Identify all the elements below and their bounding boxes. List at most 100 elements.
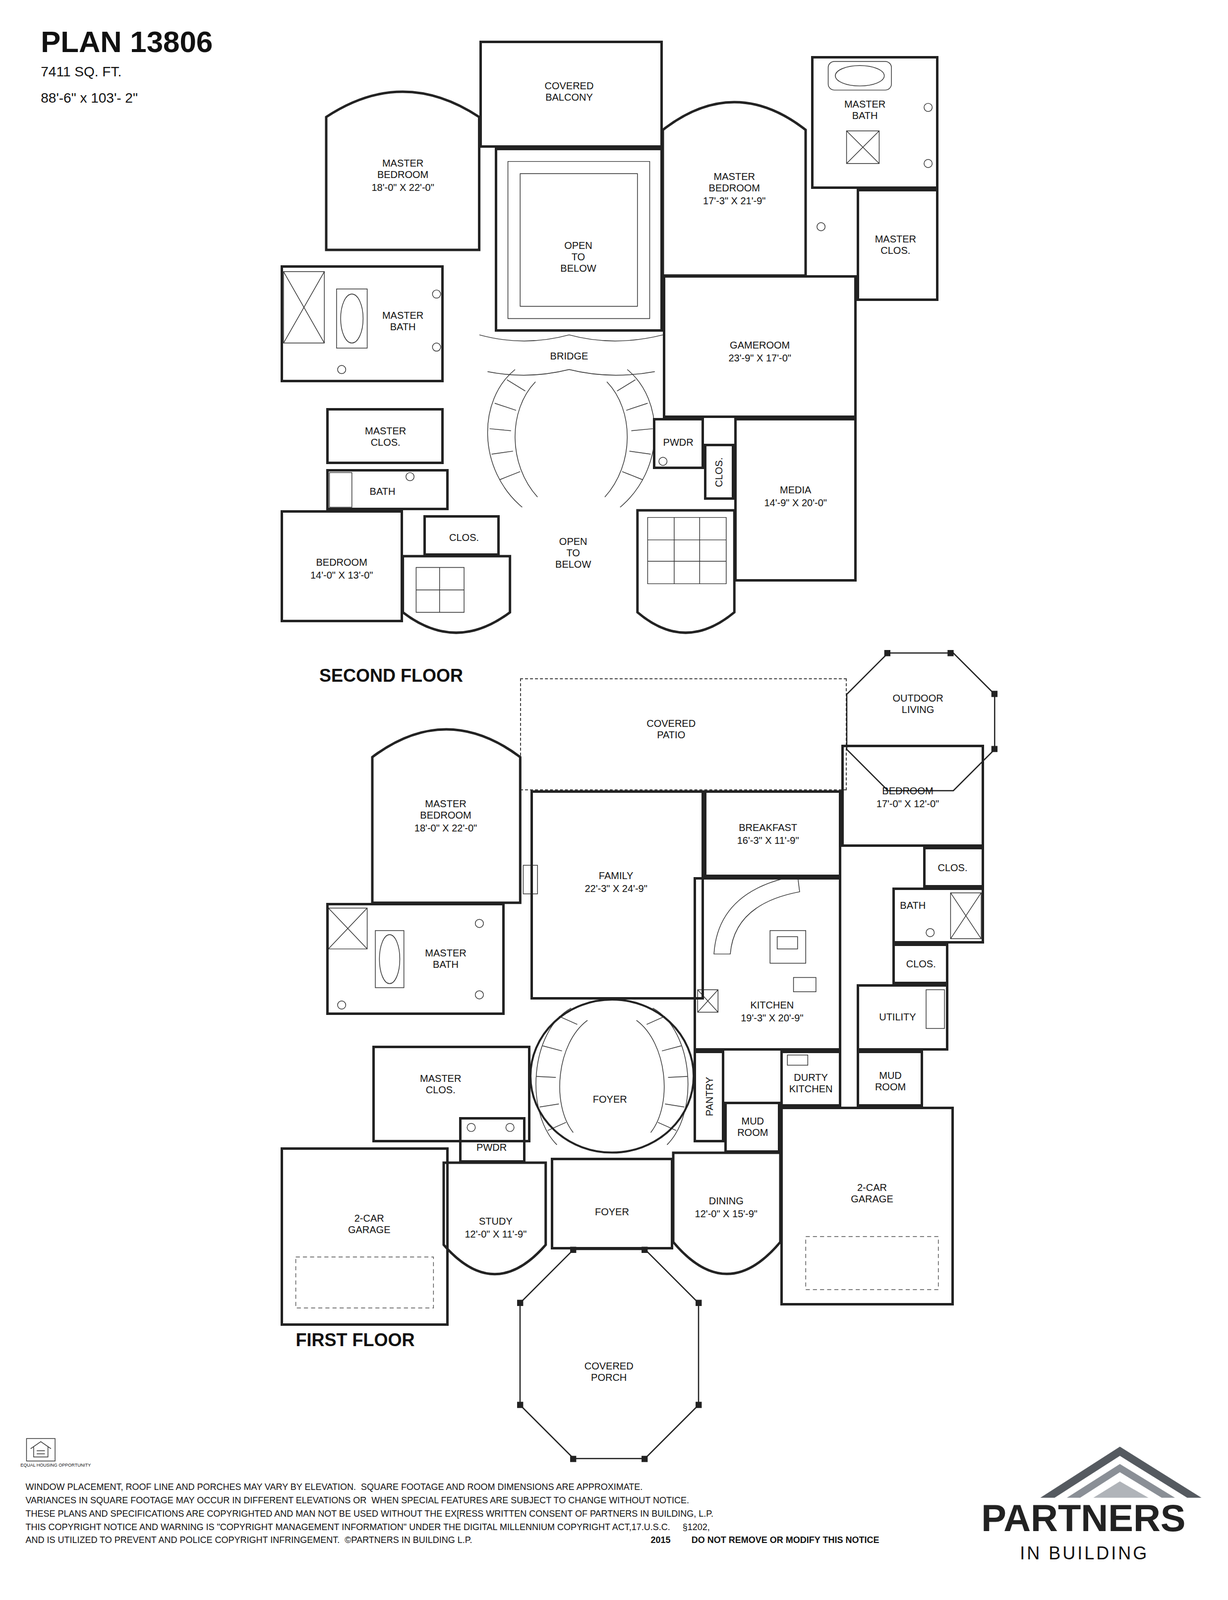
room: BEDROOM17'-0" X 12'-0" [841, 744, 985, 847]
floor-heading: FIRST FLOOR [295, 1329, 415, 1351]
room-name: CLOS. [449, 531, 479, 544]
room-label: FOYER [594, 1206, 630, 1218]
room: BEDROOM14'-0" X 13'-0" [280, 510, 404, 623]
room-label: OPEN TO BELOW [555, 535, 591, 571]
room: CLOS. [703, 443, 735, 500]
tub-deck [828, 61, 892, 91]
room: FOYER [530, 999, 694, 1153]
tub [379, 934, 400, 984]
sink [924, 159, 933, 168]
logo-roof [1066, 1463, 1175, 1498]
room-label: MASTER BATH [844, 98, 886, 122]
room-label: OUTDOOR LIVING [892, 692, 943, 716]
room-name: MUD ROOM [875, 1069, 906, 1093]
room-label: MUD ROOM [875, 1069, 906, 1093]
room-label: BEDROOM17'-0" X 12'-0" [876, 785, 939, 810]
room-label: COVERED PATIO [646, 717, 696, 741]
notice-line: AND IS UTILIZED TO PREVENT AND POLICE CO… [25, 1534, 472, 1546]
room: MUD ROOM [856, 1050, 924, 1107]
room-name: UTILITY [878, 1011, 916, 1023]
room-outline [530, 999, 694, 1153]
notice-warning: DO NOT REMOVE OR MODIFY THIS NOTICE [691, 1534, 880, 1546]
room-dimensions: 17'-0" X 12'-0" [876, 798, 939, 810]
notice-line: WINDOW PLACEMENT, ROOF LINE AND PORCHES … [25, 1481, 643, 1493]
room: FOYER [550, 1157, 674, 1250]
room: COVERED BALCONY [479, 40, 663, 148]
garage-door [805, 1236, 938, 1290]
room-dimensions: 12'-0" X 11'-9" [464, 1228, 527, 1240]
open-area: BRIDGE [479, 331, 663, 373]
shower [846, 130, 880, 164]
room-label: FAMILY22'-3" X 24'-9" [584, 870, 647, 895]
room: MASTER BEDROOM18'-0" X 22'-0" [326, 91, 480, 250]
room-name: DURTY KITCHEN [789, 1071, 833, 1095]
plan-title: PLAN 13806 [40, 24, 213, 60]
equal-housing-logo [26, 1438, 56, 1461]
logo-roof [1040, 1446, 1202, 1498]
room: OUTDOOR LIVING [846, 652, 995, 791]
room-name: BREAKFAST [738, 821, 798, 834]
turret-wall [637, 510, 735, 633]
room-label: CLOS. [906, 958, 936, 970]
room: CLOS. [423, 515, 500, 556]
room-label: MUD ROOM [737, 1115, 768, 1139]
room-label: BREAKFAST16'-3" X 11'-9" [737, 821, 800, 847]
room-name: FAMILY [598, 870, 634, 882]
turret-wall [403, 556, 511, 633]
notice-line: THESE PLANS AND SPECIFICATIONS ARE COPYR… [25, 1508, 714, 1520]
tub [329, 472, 352, 508]
stair-curve [487, 369, 655, 508]
shower [283, 271, 325, 344]
room: CLOS. [923, 846, 985, 888]
room-name: BATH [369, 485, 396, 498]
room: FAMILY22'-3" X 24'-9" [530, 790, 704, 1000]
room-label: BRIDGE [550, 350, 589, 362]
room-name: BRIDGE [550, 350, 589, 362]
room: STUDY12'-0" X 11'-9" [443, 1162, 546, 1281]
room-name: MASTER BEDROOM [419, 798, 471, 821]
room-label: BEDROOM14'-0" X 13'-0" [310, 556, 373, 582]
room-label: COVERED BALCONY [544, 80, 594, 104]
room-name: MEDIA [779, 484, 812, 496]
equal-housing-logo [30, 1441, 52, 1458]
room-outline [673, 1152, 781, 1274]
room: COVERED PATIO [520, 678, 847, 791]
room-name: MUD ROOM [737, 1115, 768, 1139]
room-label: PWDR [476, 1141, 507, 1154]
sink [432, 290, 441, 298]
room: MUD ROOM [724, 1101, 781, 1153]
room-outline [846, 652, 995, 791]
room-label: DURTY KITCHEN [789, 1071, 833, 1095]
room-label: GAMEROOM23'-9" X 17'-0" [728, 339, 792, 364]
room-label: MASTER CLOS. [364, 425, 407, 449]
room-name: BEDROOM [316, 556, 368, 569]
room-name: 2-CAR GARAGE [348, 1212, 391, 1236]
room: BREAKFAST16'-3" X 11'-9" [703, 790, 842, 878]
logo-caption: EQUAL HOUSING OPPORTUNITY [20, 1462, 91, 1468]
tub [835, 65, 885, 86]
room: MASTER CLOS. [326, 408, 444, 465]
room-name: MASTER CLOS. [419, 1072, 462, 1096]
room-name: BEDROOM [881, 785, 934, 797]
room-name: PWDR [476, 1141, 507, 1154]
room-name: CLOS. [713, 457, 725, 488]
outdoor-columns [884, 649, 998, 753]
room: MASTER BEDROOM18'-0" X 22'-0" [372, 729, 521, 903]
room: KITCHEN19'-3" X 20'-9" [693, 877, 842, 1051]
stair-treads [536, 1016, 688, 1131]
room: MASTER BATH [326, 902, 505, 1015]
room-label: MASTER BEDROOM17'-3" X 21'-9" [702, 171, 766, 207]
room-name: COVERED PATIO [646, 717, 696, 741]
tub [340, 293, 363, 344]
sink [787, 1054, 808, 1066]
room-label: STUDY12'-0" X 11'-9" [464, 1215, 527, 1240]
room-name: STUDY [478, 1215, 513, 1228]
room-outline [520, 1249, 699, 1459]
stair-curve [535, 1007, 689, 1145]
room-outline [443, 1162, 546, 1275]
area-note: 7411 SQ. FT. [40, 63, 122, 81]
room-outline [846, 652, 995, 791]
